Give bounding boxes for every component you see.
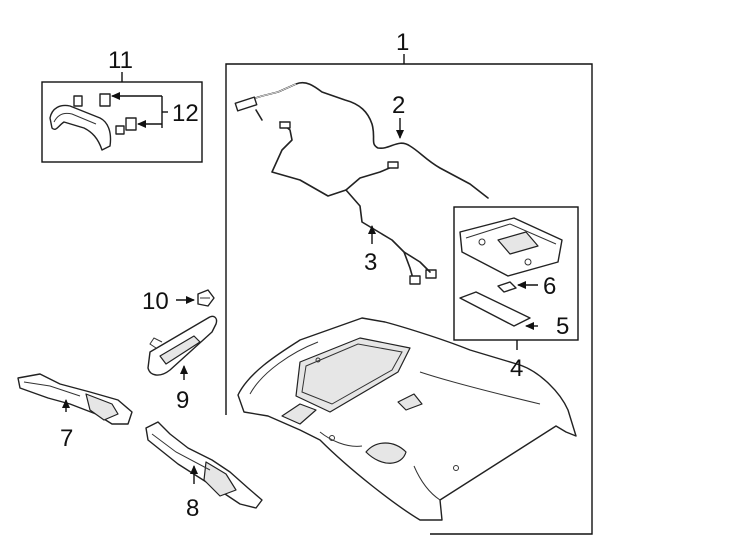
visor-clip (197, 289, 215, 307)
harness-clip-a (279, 121, 291, 129)
visor-mirror (159, 335, 201, 365)
callout-5: 5 (556, 313, 569, 340)
callout-7: 7 (60, 425, 73, 452)
handle-clip (73, 95, 83, 107)
side-rail-bracket (145, 421, 263, 509)
callout-4: 4 (510, 355, 523, 382)
headliner (237, 317, 577, 521)
harness-connector-left (234, 96, 258, 112)
main-assembly-frame (225, 54, 593, 535)
harness-drop-lead (345, 189, 437, 285)
callout-1: 1 (396, 29, 409, 56)
roof-wire-harness (234, 81, 489, 199)
sunroof-opening (295, 337, 411, 413)
handle-cap-small (115, 125, 125, 135)
rear-trim-bracket (17, 373, 133, 425)
sun-visor (147, 315, 218, 376)
callout-10: 10 (142, 288, 169, 315)
lamp-bulb (497, 281, 517, 293)
callout-8: 8 (186, 495, 199, 522)
drop-lead-connector-a (409, 275, 421, 285)
dome-lamp-box (453, 206, 579, 341)
grab-handle (49, 104, 112, 151)
callout-labels: 1 2 3 4 5 6 7 8 9 10 11 12 (60, 29, 569, 522)
drop-lead-connector-b (425, 269, 437, 279)
main-assembly-border (225, 63, 593, 535)
leader-arrows (62, 118, 538, 484)
dome-lamp-assembly (453, 206, 579, 350)
dome-lamp-recess (397, 393, 423, 411)
lamp-switch (497, 231, 539, 255)
visor-recess-left (281, 403, 317, 425)
handle-cap-lower (125, 117, 137, 131)
callout-6: 6 (543, 273, 556, 300)
callout-12: 12 (172, 100, 199, 127)
callout-2: 2 (392, 92, 405, 119)
callout-11: 11 (108, 47, 133, 74)
callout-9: 9 (176, 387, 189, 414)
lamp-lens (459, 291, 531, 327)
grab-handle-recess (365, 442, 407, 464)
harness-clip-b (387, 161, 399, 169)
callout-3: 3 (364, 249, 377, 276)
grab-handle-group (41, 72, 203, 163)
handle-cap-upper (99, 93, 111, 107)
